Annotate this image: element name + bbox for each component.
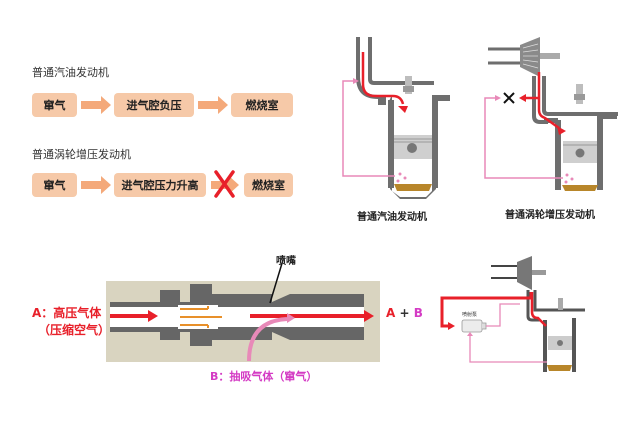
injector-pump-icon [461,319,483,333]
flow-step-combustion-turbo: 燃烧室 [244,173,293,197]
output-plus: + [399,306,410,320]
arrow-icon [353,78,359,84]
input-b-label: B：抽吸气体（窜气） [210,370,318,383]
flow-step-blowby: 窜气 [32,93,77,117]
arrow-icon [364,310,374,322]
flow-arrows [81,96,239,194]
na-engine-caption: 普通汽油发动机 [357,212,427,223]
turbo-engine-caption: 普通涡轮增压发动机 [505,210,595,221]
arrow-icon [448,322,455,330]
output-a: A [386,306,396,320]
blocked-x-icon [503,92,515,104]
arrow-icon [287,313,295,323]
flow-step-combustion: 燃烧室 [231,93,293,117]
arrow-icon [557,126,566,135]
input-a-label: A：高压气体 [32,306,102,320]
arrow-icon [495,95,501,101]
turbo-engine-title: 普通涡轮增压发动机 [32,148,131,161]
arrow-icon [81,176,111,194]
output-label: A + B [386,306,423,320]
arrow-icon [398,106,408,113]
arrow-icon [198,96,228,114]
flow-step-intake-vacuum: 进气腔负压 [114,93,194,117]
input-a-sub-label: （压缩空气） [38,323,111,337]
output-b: B [413,306,423,320]
arrow-icon [519,94,526,102]
arrow-icon [148,310,158,322]
injector-pump-label: 喷射泵 [462,312,478,318]
nozzle-label: 喷嘴 [276,256,296,267]
blocked-x-icon [214,170,235,198]
combined-diagram [440,256,585,372]
arrow-icon [467,332,473,336]
na-engine-diagram [342,37,450,199]
flow-step-intake-pressure: 进气腔压力升高 [114,173,206,197]
ejector-diagram [106,259,380,362]
na-engine-title: 普通汽油发动机 [32,66,109,79]
arrow-icon [81,96,111,114]
flow-step-blowby-turbo: 窜气 [32,173,77,197]
turbo-engine-diagram [484,37,618,191]
